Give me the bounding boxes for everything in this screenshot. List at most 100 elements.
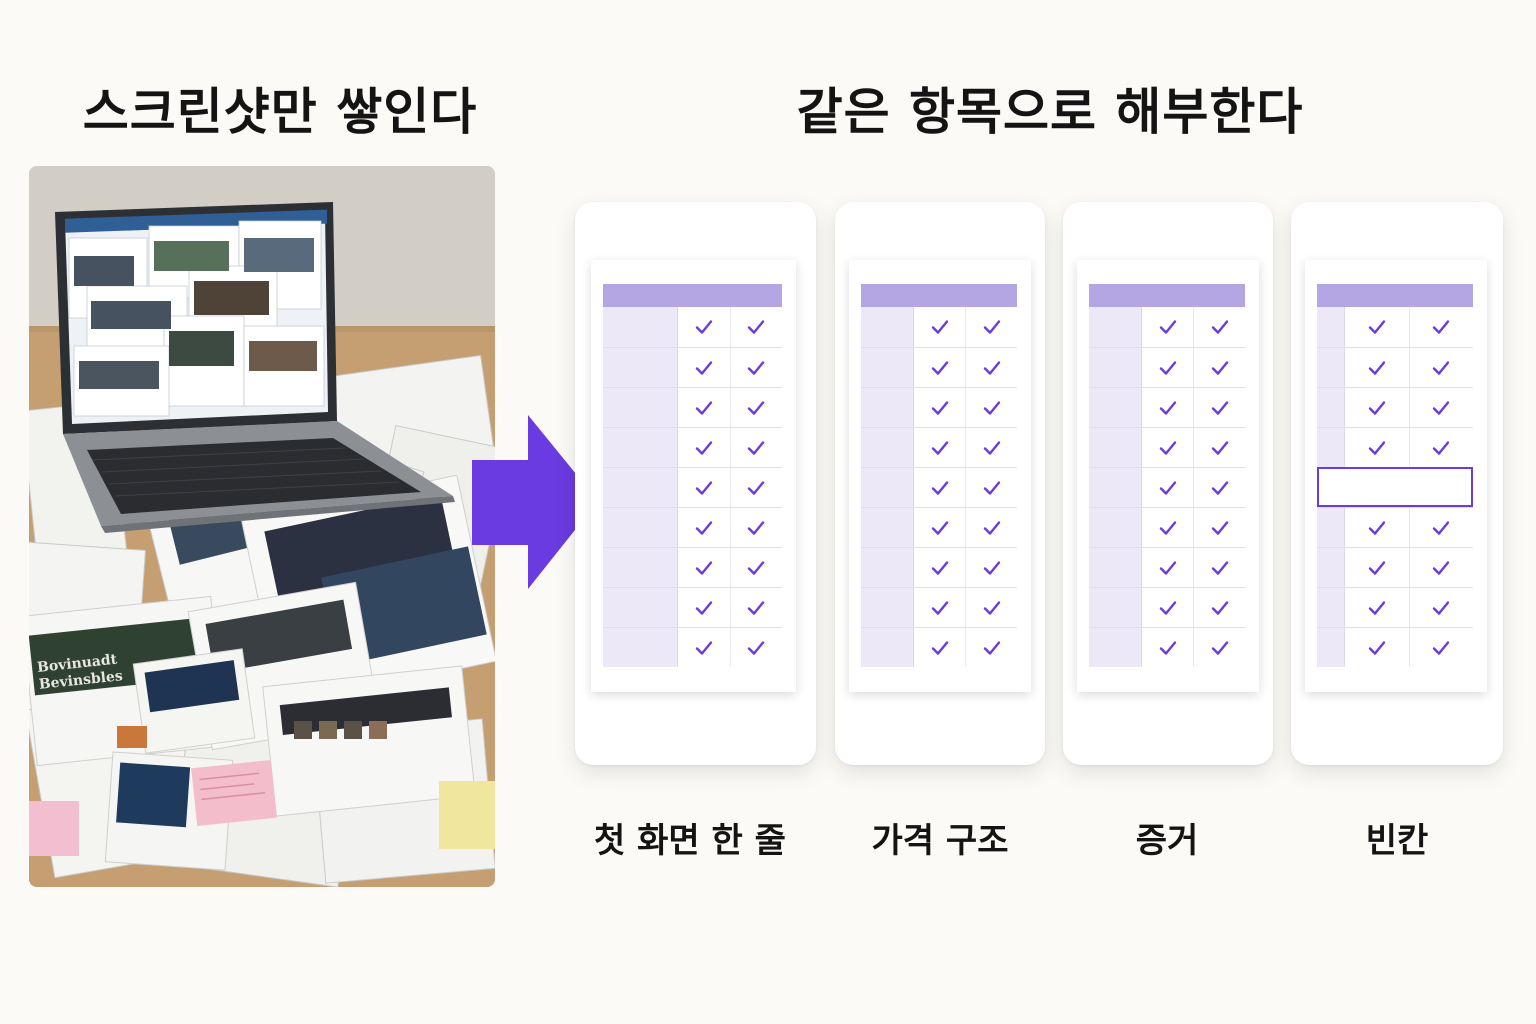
check-cell [914, 307, 966, 347]
row-label-cell [861, 348, 914, 387]
check-icon [1368, 400, 1385, 415]
table-header [1317, 284, 1473, 307]
check-cell [731, 628, 783, 667]
table-row [861, 627, 1017, 667]
table-row [861, 307, 1017, 347]
check-icon [1159, 560, 1176, 575]
check-icon [983, 640, 1000, 655]
check-icon [1433, 600, 1450, 615]
check-icon [931, 480, 948, 495]
checklist-table [603, 284, 782, 667]
row-label-cell [1317, 628, 1345, 667]
row-label-cell [861, 508, 914, 547]
check-icon [748, 520, 765, 535]
check-icon [931, 600, 948, 615]
table-header [861, 284, 1017, 307]
check-cell [731, 588, 783, 627]
check-icon [1211, 400, 1228, 415]
check-icon [931, 520, 948, 535]
check-icon [931, 320, 948, 334]
check-icon [983, 560, 1000, 575]
check-icon [1433, 360, 1450, 375]
table-row [1089, 547, 1245, 587]
check-icon [695, 320, 712, 334]
row-label-cell [861, 428, 914, 467]
check-icon [1433, 400, 1450, 415]
check-icon [695, 480, 712, 495]
table-row [861, 387, 1017, 427]
check-icon [1159, 400, 1176, 415]
check-cell [1194, 307, 1245, 347]
card-caption: 증거 [1135, 821, 1199, 861]
check-cell [966, 428, 1017, 467]
check-icon [1159, 640, 1176, 655]
check-icon [1211, 640, 1228, 655]
check-cell [966, 388, 1017, 427]
check-icon [748, 480, 765, 495]
table-row [603, 627, 782, 667]
check-icon [983, 400, 1000, 415]
row-label-cell [1089, 307, 1142, 347]
check-icon [1433, 640, 1450, 655]
table-row [1317, 347, 1473, 387]
table-row [603, 467, 782, 507]
check-cell [966, 548, 1017, 587]
category-card [1063, 202, 1273, 765]
check-cell [1345, 508, 1410, 547]
check-cell [678, 508, 731, 547]
check-cell [966, 348, 1017, 387]
check-cell [678, 348, 731, 387]
right-title: 같은 항목으로 해부한다 [796, 83, 1304, 141]
checklist-table [1317, 284, 1473, 667]
table-row [861, 507, 1017, 547]
check-cell [678, 468, 731, 507]
check-cell [678, 428, 731, 467]
row-label-cell [1317, 348, 1345, 387]
table-row [1089, 587, 1245, 627]
check-cell [914, 388, 966, 427]
row-label-cell [603, 508, 678, 547]
check-icon [931, 360, 948, 375]
table-row [1089, 307, 1245, 347]
row-label-cell [1317, 307, 1345, 347]
check-icon [748, 600, 765, 615]
table-row [1317, 627, 1473, 667]
card-caption: 가격 구조 [871, 821, 1009, 861]
check-icon [748, 320, 765, 334]
row-label-cell [1089, 588, 1142, 627]
check-cell [1142, 628, 1194, 667]
check-icon [1368, 560, 1385, 575]
check-icon [1211, 360, 1228, 375]
check-icon [748, 360, 765, 375]
row-label-cell [1089, 628, 1142, 667]
check-cell [1410, 428, 1474, 467]
category-card [1291, 202, 1503, 765]
check-cell [1194, 588, 1245, 627]
table-row [603, 387, 782, 427]
table-row [1317, 507, 1473, 547]
row-label-cell [1089, 548, 1142, 587]
check-icon [983, 440, 1000, 455]
check-icon [748, 560, 765, 575]
check-icon [1211, 600, 1228, 615]
check-icon [1159, 320, 1176, 334]
laptop-and-scattered-screenshots-illustration: Bovinuadt Bevinsbles [29, 166, 495, 887]
check-icon [1368, 440, 1385, 455]
check-cell [1194, 628, 1245, 667]
check-cell [1194, 468, 1245, 507]
row-label-cell [861, 588, 914, 627]
check-cell [1194, 428, 1245, 467]
category-card [575, 202, 816, 765]
arrow-shape [472, 415, 598, 589]
check-icon [748, 400, 765, 415]
row-label-cell [603, 388, 678, 427]
check-icon [1433, 560, 1450, 575]
check-cell [678, 628, 731, 667]
check-icon [931, 560, 948, 575]
row-label-cell [1089, 468, 1142, 507]
check-cell [1194, 388, 1245, 427]
check-cell [1345, 428, 1410, 467]
category-card [835, 202, 1045, 765]
table-row [1317, 387, 1473, 427]
check-cell [914, 348, 966, 387]
